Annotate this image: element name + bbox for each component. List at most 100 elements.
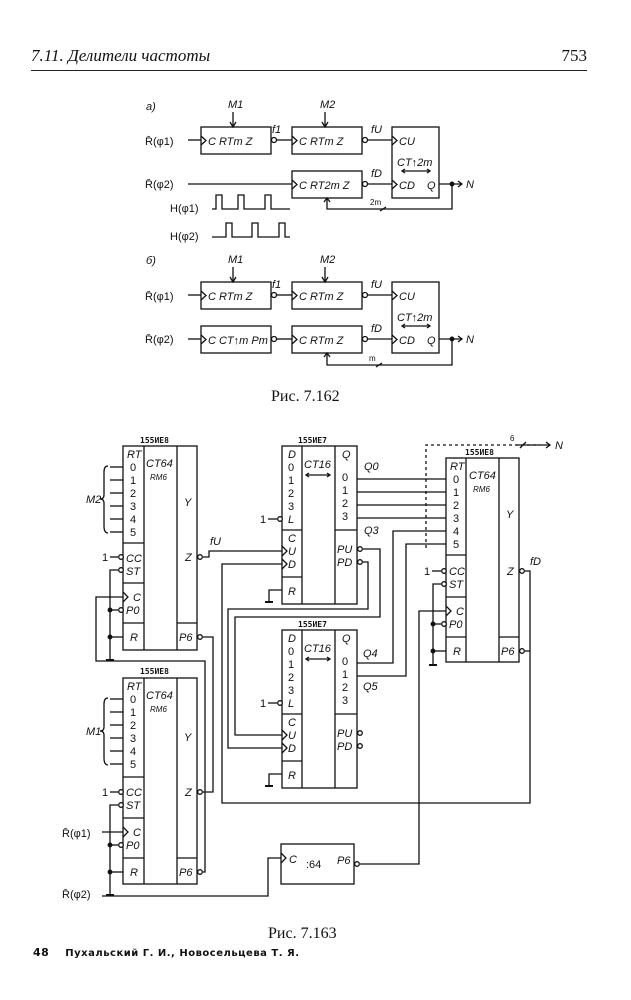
svg-text:3: 3 (130, 501, 136, 513)
svg-text:PD: PD (337, 741, 352, 753)
svg-text:RM6: RM6 (150, 705, 167, 714)
svg-text:2: 2 (288, 672, 294, 684)
chip-ie8-top: 155ИЕ8 RT 0 1 2 3 4 5 CT64 RM6 CC ST C P… (86, 436, 203, 661)
svg-text:CD: CD (399, 180, 415, 192)
svg-text:D: D (288, 743, 296, 755)
svg-text:CC: CC (449, 566, 465, 578)
svg-text:4: 4 (130, 746, 136, 758)
svg-text:R̄(φ2): R̄(φ2) (145, 333, 174, 346)
fig163-caption: Рис. 7.163 (268, 925, 337, 942)
svg-text:1: 1 (424, 566, 430, 578)
chip-ie8-right: 155ИЕ8 RT 0 1 2 3 4 5 CT64 RM6 CC ST C P… (424, 448, 541, 666)
svg-text:Q3: Q3 (364, 525, 380, 537)
svg-text:PD: PD (337, 557, 352, 569)
label-a: а) (146, 101, 156, 113)
m1-label: M1 (228, 99, 243, 111)
svg-text:f1: f1 (272, 279, 281, 291)
svg-text:1: 1 (260, 514, 266, 526)
svg-text:1: 1 (288, 659, 294, 671)
svg-text:5: 5 (130, 527, 136, 539)
svg-text:ST: ST (126, 800, 141, 812)
svg-text:3: 3 (342, 511, 348, 523)
fig162-caption: Рис. 7.162 (271, 388, 340, 405)
input-phi2: R̄(φ2) (145, 178, 174, 191)
chip-ie8-bottom: 155ИЕ8 RT 0 1 2 3 4 5 CT64 RM6 CC ST C P… (62, 667, 203, 896)
svg-text:Y: Y (184, 497, 192, 509)
section-title: 7.11. Делители частоты (31, 46, 211, 65)
svg-text:ST: ST (126, 566, 141, 578)
svg-text:fU: fU (210, 536, 221, 548)
svg-text:155ИЕ7: 155ИЕ7 (298, 620, 327, 629)
svg-text:0: 0 (342, 656, 348, 668)
svg-text:N: N (466, 179, 474, 191)
svg-text:1: 1 (102, 787, 108, 799)
svg-text:P6: P6 (179, 867, 193, 879)
svg-text:1: 1 (342, 485, 348, 497)
svg-text:H(φ2): H(φ2) (170, 231, 199, 243)
svg-text:Q: Q (427, 335, 436, 347)
svg-text:ST: ST (449, 579, 464, 591)
svg-text:CT16: CT16 (304, 643, 332, 655)
svg-text:1: 1 (130, 707, 136, 719)
svg-text:P0: P0 (126, 840, 140, 852)
svg-text:3: 3 (288, 685, 294, 697)
input-phi2: R̄(φ2) (62, 888, 91, 901)
svg-text:D: D (288, 633, 296, 645)
svg-text:f1: f1 (272, 124, 281, 136)
svg-text:0: 0 (288, 462, 294, 474)
svg-text:Q: Q (342, 633, 351, 645)
input-phi1: R̄(φ1) (62, 827, 91, 840)
svg-text:L: L (288, 514, 294, 526)
chip-ie7-bottom: 155ИЕ7 D 0 1 2 3 L CT16 C U D R Q 0 1 2 … (260, 620, 363, 789)
svg-text:CC: CC (126, 787, 142, 799)
svg-text:1: 1 (130, 475, 136, 487)
svg-text:1: 1 (102, 552, 108, 564)
svg-text:CT↑2m: CT↑2m (397, 157, 432, 169)
svg-text:155ИЕ8: 155ИЕ8 (140, 667, 169, 676)
svg-text:0: 0 (453, 474, 459, 486)
svg-text:m: m (369, 354, 376, 363)
clock-triangle-icon (200, 135, 207, 146)
svg-text:1: 1 (453, 487, 459, 499)
svg-text:C: C (133, 827, 141, 839)
svg-text:M2: M2 (86, 494, 101, 506)
svg-text:fD: fD (371, 168, 382, 180)
svg-text:2: 2 (130, 720, 136, 732)
svg-text:H(φ1): H(φ1) (170, 203, 199, 215)
svg-text:CU: CU (399, 136, 415, 148)
svg-text:Z: Z (184, 787, 193, 799)
svg-text:P6: P6 (501, 646, 515, 658)
svg-text:RT: RT (450, 461, 466, 473)
svg-text:C: C (456, 606, 464, 618)
page-number: 753 (561, 46, 588, 65)
running-header: 7.11. Делители частоты 753 (31, 44, 587, 71)
svg-text:M2: M2 (320, 254, 335, 266)
svg-text:M1: M1 (228, 254, 243, 266)
svg-text:N: N (555, 440, 563, 452)
svg-text:P0: P0 (449, 619, 463, 631)
svg-text:4: 4 (130, 514, 136, 526)
svg-text:CT↑2m: CT↑2m (397, 312, 432, 324)
svg-text:fU: fU (371, 124, 382, 136)
svg-text:RT: RT (127, 449, 143, 461)
block-rt2m-label: C RT2m Z (299, 180, 351, 192)
svg-text:RM6: RM6 (150, 473, 167, 482)
svg-text:C RTm Z: C RTm Z (299, 291, 345, 303)
block-rtm-2-label: C RTm Z (299, 136, 345, 148)
svg-text:6: 6 (510, 434, 515, 443)
svg-text:R: R (288, 770, 296, 782)
svg-text:CD: CD (399, 335, 415, 347)
svg-text:0: 0 (130, 694, 136, 706)
svg-text:C RTm Z: C RTm Z (208, 291, 254, 303)
svg-text:M1: M1 (86, 726, 101, 738)
svg-text:155ИЕ8: 155ИЕ8 (465, 448, 494, 457)
svg-text:4: 4 (453, 526, 459, 538)
svg-text:R: R (130, 632, 138, 644)
footer-page-number: 48 (33, 946, 50, 959)
svg-text:CC: CC (126, 553, 142, 565)
svg-text:3: 3 (342, 695, 348, 707)
svg-text:C CT↑m Pm: C CT↑m Pm (208, 335, 268, 347)
svg-text:P6: P6 (337, 855, 351, 867)
svg-text:N: N (466, 334, 474, 346)
svg-text:0: 0 (342, 472, 348, 484)
